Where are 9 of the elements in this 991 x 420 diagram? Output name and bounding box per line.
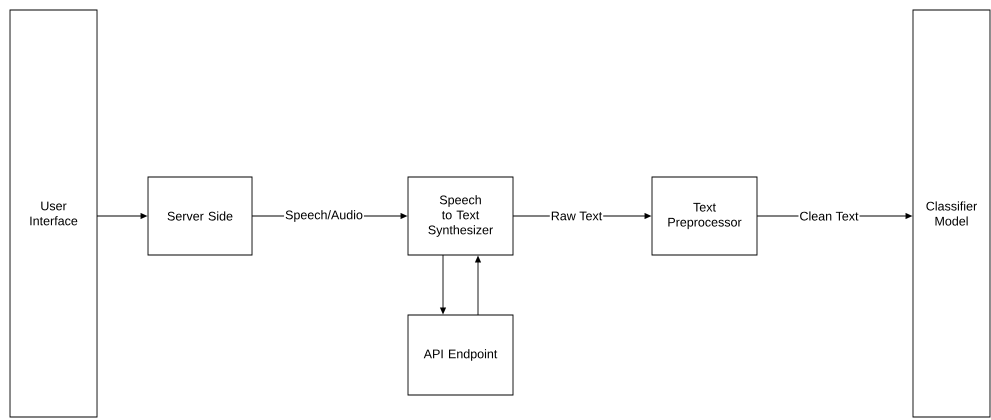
edge-label: Raw Text	[550, 210, 604, 222]
edge-label: Speech/Audio	[284, 209, 364, 223]
process-box: API Endpoint	[408, 314, 514, 396]
process-box: Server Side	[148, 176, 252, 256]
process-box: User Interface	[10, 10, 98, 418]
process-box: Classifier Model	[912, 10, 990, 418]
process-box: Speech to Text Synthesizer	[408, 176, 514, 256]
process-box: Text Preprocessor	[652, 176, 758, 256]
edge-label: Clean Text	[798, 210, 860, 222]
